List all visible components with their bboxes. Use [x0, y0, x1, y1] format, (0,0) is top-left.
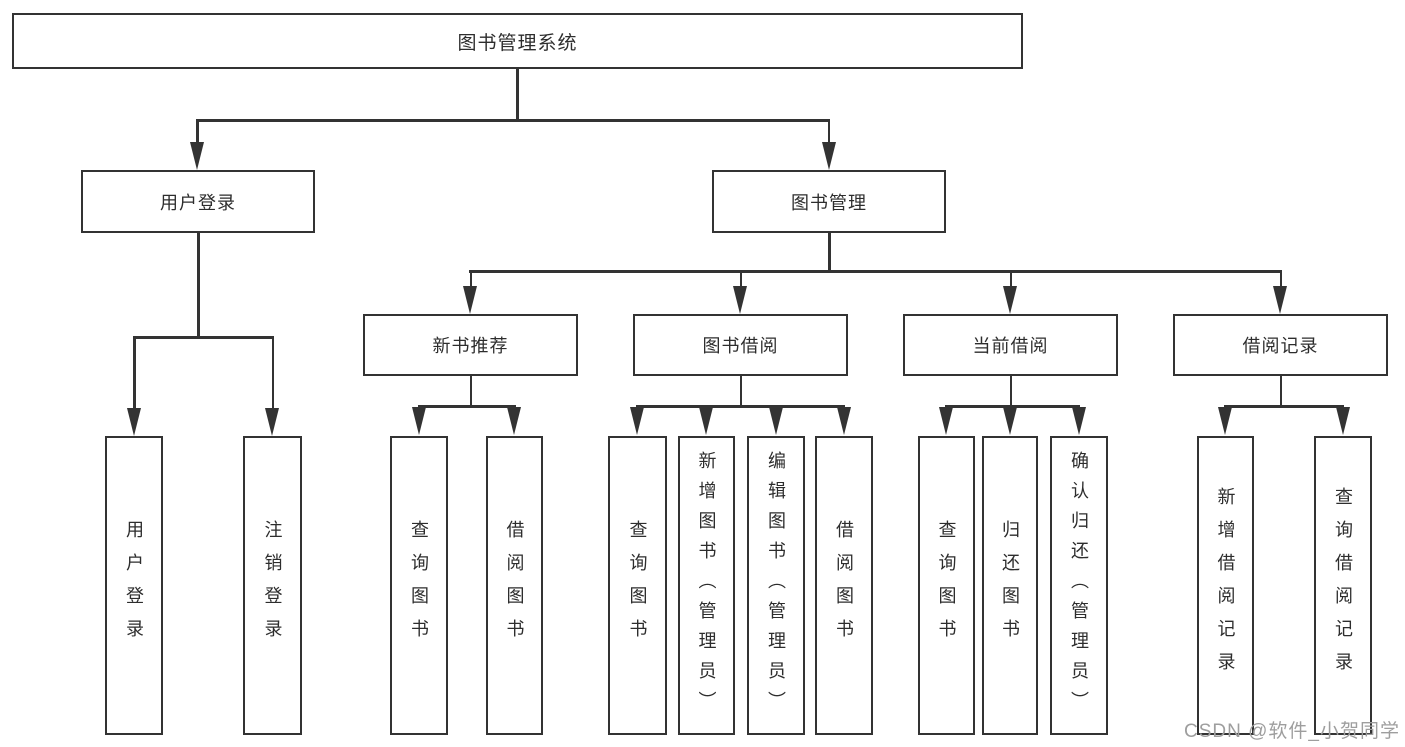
leaf-add-books-admin-label: 新增图书（管理员）	[696, 450, 717, 721]
node-current-borrowing: 当前借阅	[903, 314, 1118, 376]
v-line	[1279, 270, 1282, 290]
arrowhead-down-icon	[630, 407, 644, 435]
arrowhead-down-icon	[127, 408, 141, 436]
v-line	[197, 233, 200, 338]
leaf-confirm-return-admin: 确认归还（管理员）	[1050, 436, 1108, 735]
leaf-query-books-borrowing-label: 查询图书	[627, 519, 648, 652]
node-current-borrowing-label: 当前借阅	[972, 336, 1049, 356]
h-line	[1224, 405, 1344, 408]
leaf-borrow-books-recommend-label: 借阅图书	[504, 519, 525, 652]
arrowhead-down-icon	[733, 286, 747, 314]
node-book-borrowing: 图书借阅	[633, 314, 848, 376]
node-book-borrowing-label: 图书借阅	[702, 336, 779, 356]
node-borrowing-records: 借阅记录	[1173, 314, 1388, 376]
leaf-add-books-admin: 新增图书（管理员）	[678, 436, 735, 735]
leaf-query-borrow-record-label: 查询借阅记录	[1333, 486, 1353, 685]
arrowhead-down-icon	[1336, 407, 1350, 435]
leaf-user-login: 用户登录	[105, 436, 163, 735]
node-root: 图书管理系统	[12, 13, 1023, 69]
node-borrowing-records-label: 借阅记录	[1242, 336, 1319, 356]
arrowhead-down-icon	[1218, 407, 1232, 435]
h-line	[469, 270, 1282, 273]
v-line	[133, 336, 136, 412]
arrowhead-down-icon	[1072, 407, 1086, 435]
h-line	[133, 336, 274, 339]
v-line	[469, 376, 472, 407]
arrowhead-down-icon	[190, 142, 204, 170]
arrowhead-down-icon	[1273, 286, 1287, 314]
leaf-query-borrow-record: 查询借阅记录	[1314, 436, 1372, 735]
v-line	[739, 376, 742, 407]
leaf-edit-books-admin: 编辑图书（管理员）	[747, 436, 805, 735]
leaf-query-books-borrowing: 查询图书	[608, 436, 667, 735]
v-line	[827, 119, 830, 147]
node-root-label: 图书管理系统	[457, 32, 578, 54]
arrowhead-down-icon	[1003, 286, 1017, 314]
node-book-management-label: 图书管理	[791, 192, 867, 213]
leaf-confirm-return-admin-label: 确认归还（管理员）	[1069, 450, 1089, 721]
h-line	[418, 405, 516, 408]
v-line	[1279, 376, 1282, 407]
leaf-edit-books-admin-label: 编辑图书（管理员）	[766, 450, 786, 721]
leaf-borrow-books-borrowing: 借阅图书	[815, 436, 873, 735]
leaf-logout-label: 注销登录	[262, 519, 283, 652]
leaf-user-login-label: 用户登录	[124, 519, 144, 652]
arrowhead-down-icon	[412, 407, 426, 435]
v-line	[828, 233, 831, 272]
leaf-logout: 注销登录	[243, 436, 302, 735]
v-line	[1009, 376, 1012, 407]
v-line	[516, 69, 519, 121]
leaf-borrow-books-recommend: 借阅图书	[486, 436, 543, 735]
arrowhead-down-icon	[837, 407, 851, 435]
leaf-query-books-current-label: 查询图书	[936, 519, 957, 652]
arrowhead-down-icon	[463, 286, 477, 314]
leaf-query-books-current: 查询图书	[918, 436, 975, 735]
h-line	[636, 405, 845, 408]
arrowhead-down-icon	[1003, 407, 1017, 435]
node-new-book-recommend: 新书推荐	[363, 314, 578, 376]
leaf-add-borrow-record-label: 新增借阅记录	[1215, 486, 1236, 685]
node-user-login: 用户登录	[81, 170, 315, 233]
leaf-borrow-books-borrowing-label: 借阅图书	[834, 519, 854, 652]
v-line	[1009, 270, 1012, 290]
node-user-login-label: 用户登录	[160, 192, 236, 213]
arrowhead-down-icon	[822, 142, 836, 170]
h-line	[196, 119, 830, 122]
node-new-book-recommend-label: 新书推荐	[432, 336, 509, 356]
arrowhead-down-icon	[265, 408, 279, 436]
leaf-query-books-recommend: 查询图书	[390, 436, 448, 735]
v-line	[469, 270, 472, 290]
arrowhead-down-icon	[507, 407, 521, 435]
arrowhead-down-icon	[699, 407, 713, 435]
arrowhead-down-icon	[769, 407, 783, 435]
leaf-query-books-recommend-label: 查询图书	[409, 519, 429, 652]
arrowhead-down-icon	[939, 407, 953, 435]
csdn-watermark: CSDN @软件_小贺同学	[1184, 721, 1400, 742]
leaf-add-borrow-record: 新增借阅记录	[1197, 436, 1254, 735]
h-line	[945, 405, 1080, 408]
v-line	[271, 336, 274, 412]
leaf-return-books: 归还图书	[982, 436, 1038, 735]
v-line	[739, 270, 742, 290]
leaf-return-books-label: 归还图书	[1000, 519, 1020, 652]
v-line	[196, 119, 199, 147]
node-book-management: 图书管理	[712, 170, 946, 233]
